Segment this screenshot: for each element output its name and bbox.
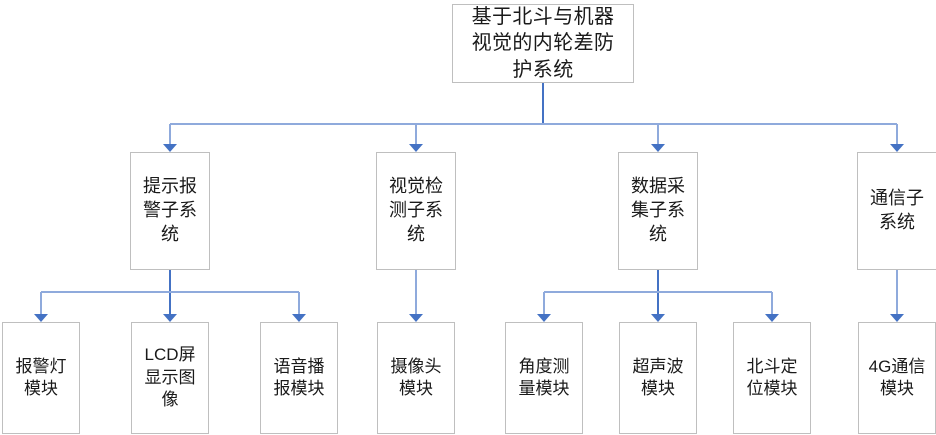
- arrowhead-l2-0: [163, 144, 177, 152]
- node-module-voice-label: 语音播报模块: [273, 356, 325, 398]
- node-module-camera[interactable]: 摄像头模块: [377, 322, 455, 434]
- node-module-voice[interactable]: 语音播报模块: [260, 322, 338, 434]
- node-subsystem-comm-label: 通信子系统: [870, 188, 924, 232]
- node-module-angle[interactable]: 角度测量模块: [505, 322, 583, 434]
- arrowhead-l2-3: [890, 144, 904, 152]
- node-subsystem-comm[interactable]: 通信子系统: [857, 152, 936, 270]
- node-root-label: 基于北斗与机器视觉的内轮差防护系统: [471, 5, 615, 81]
- node-module-angle-label: 角度测量模块: [518, 356, 570, 398]
- arrowhead-l3-l3-camera: [409, 314, 423, 322]
- node-root[interactable]: 基于北斗与机器视觉的内轮差防护系统: [452, 4, 634, 83]
- node-module-camera-label: 摄像头模块: [390, 356, 442, 398]
- node-subsystem-vision[interactable]: 视觉检测子系统: [376, 152, 456, 270]
- node-subsystem-alarm-label: 提示报警子系统: [143, 176, 197, 244]
- node-module-alarm-light-label: 报警灯模块: [15, 356, 67, 398]
- node-module-4g-label: 4G通信模块: [868, 356, 926, 398]
- node-module-beidou-label: 北斗定位模块: [746, 356, 798, 398]
- arrowhead-l3-l3-4g: [890, 314, 904, 322]
- node-module-4g[interactable]: 4G通信模块: [858, 322, 936, 434]
- node-module-lcd[interactable]: LCD屏显示图像: [131, 322, 209, 434]
- arrowhead-l3-l3-lcd: [163, 314, 177, 322]
- node-module-ultrasonic[interactable]: 超声波模块: [619, 322, 697, 434]
- node-module-beidou[interactable]: 北斗定位模块: [733, 322, 811, 434]
- arrowhead-l2-1: [409, 144, 423, 152]
- node-subsystem-alarm[interactable]: 提示报警子系统: [130, 152, 210, 270]
- node-module-lcd-label: LCD屏显示图像: [144, 345, 196, 410]
- node-module-alarm-light[interactable]: 报警灯模块: [2, 322, 80, 434]
- arrowhead-l2-2: [651, 144, 665, 152]
- arrowhead-l3-l3-beidou: [765, 314, 779, 322]
- node-subsystem-data[interactable]: 数据采集子系统: [618, 152, 698, 270]
- node-subsystem-data-label: 数据采集子系统: [631, 176, 685, 244]
- arrowhead-l3-l3-ultrasonic: [651, 314, 665, 322]
- arrowhead-l3-l3-voice: [292, 314, 306, 322]
- arrowhead-l3-l3-angle: [537, 314, 551, 322]
- arrowhead-l3-l3-alarm-light: [34, 314, 48, 322]
- node-module-ultrasonic-label: 超声波模块: [632, 356, 684, 398]
- node-subsystem-vision-label: 视觉检测子系统: [389, 176, 443, 244]
